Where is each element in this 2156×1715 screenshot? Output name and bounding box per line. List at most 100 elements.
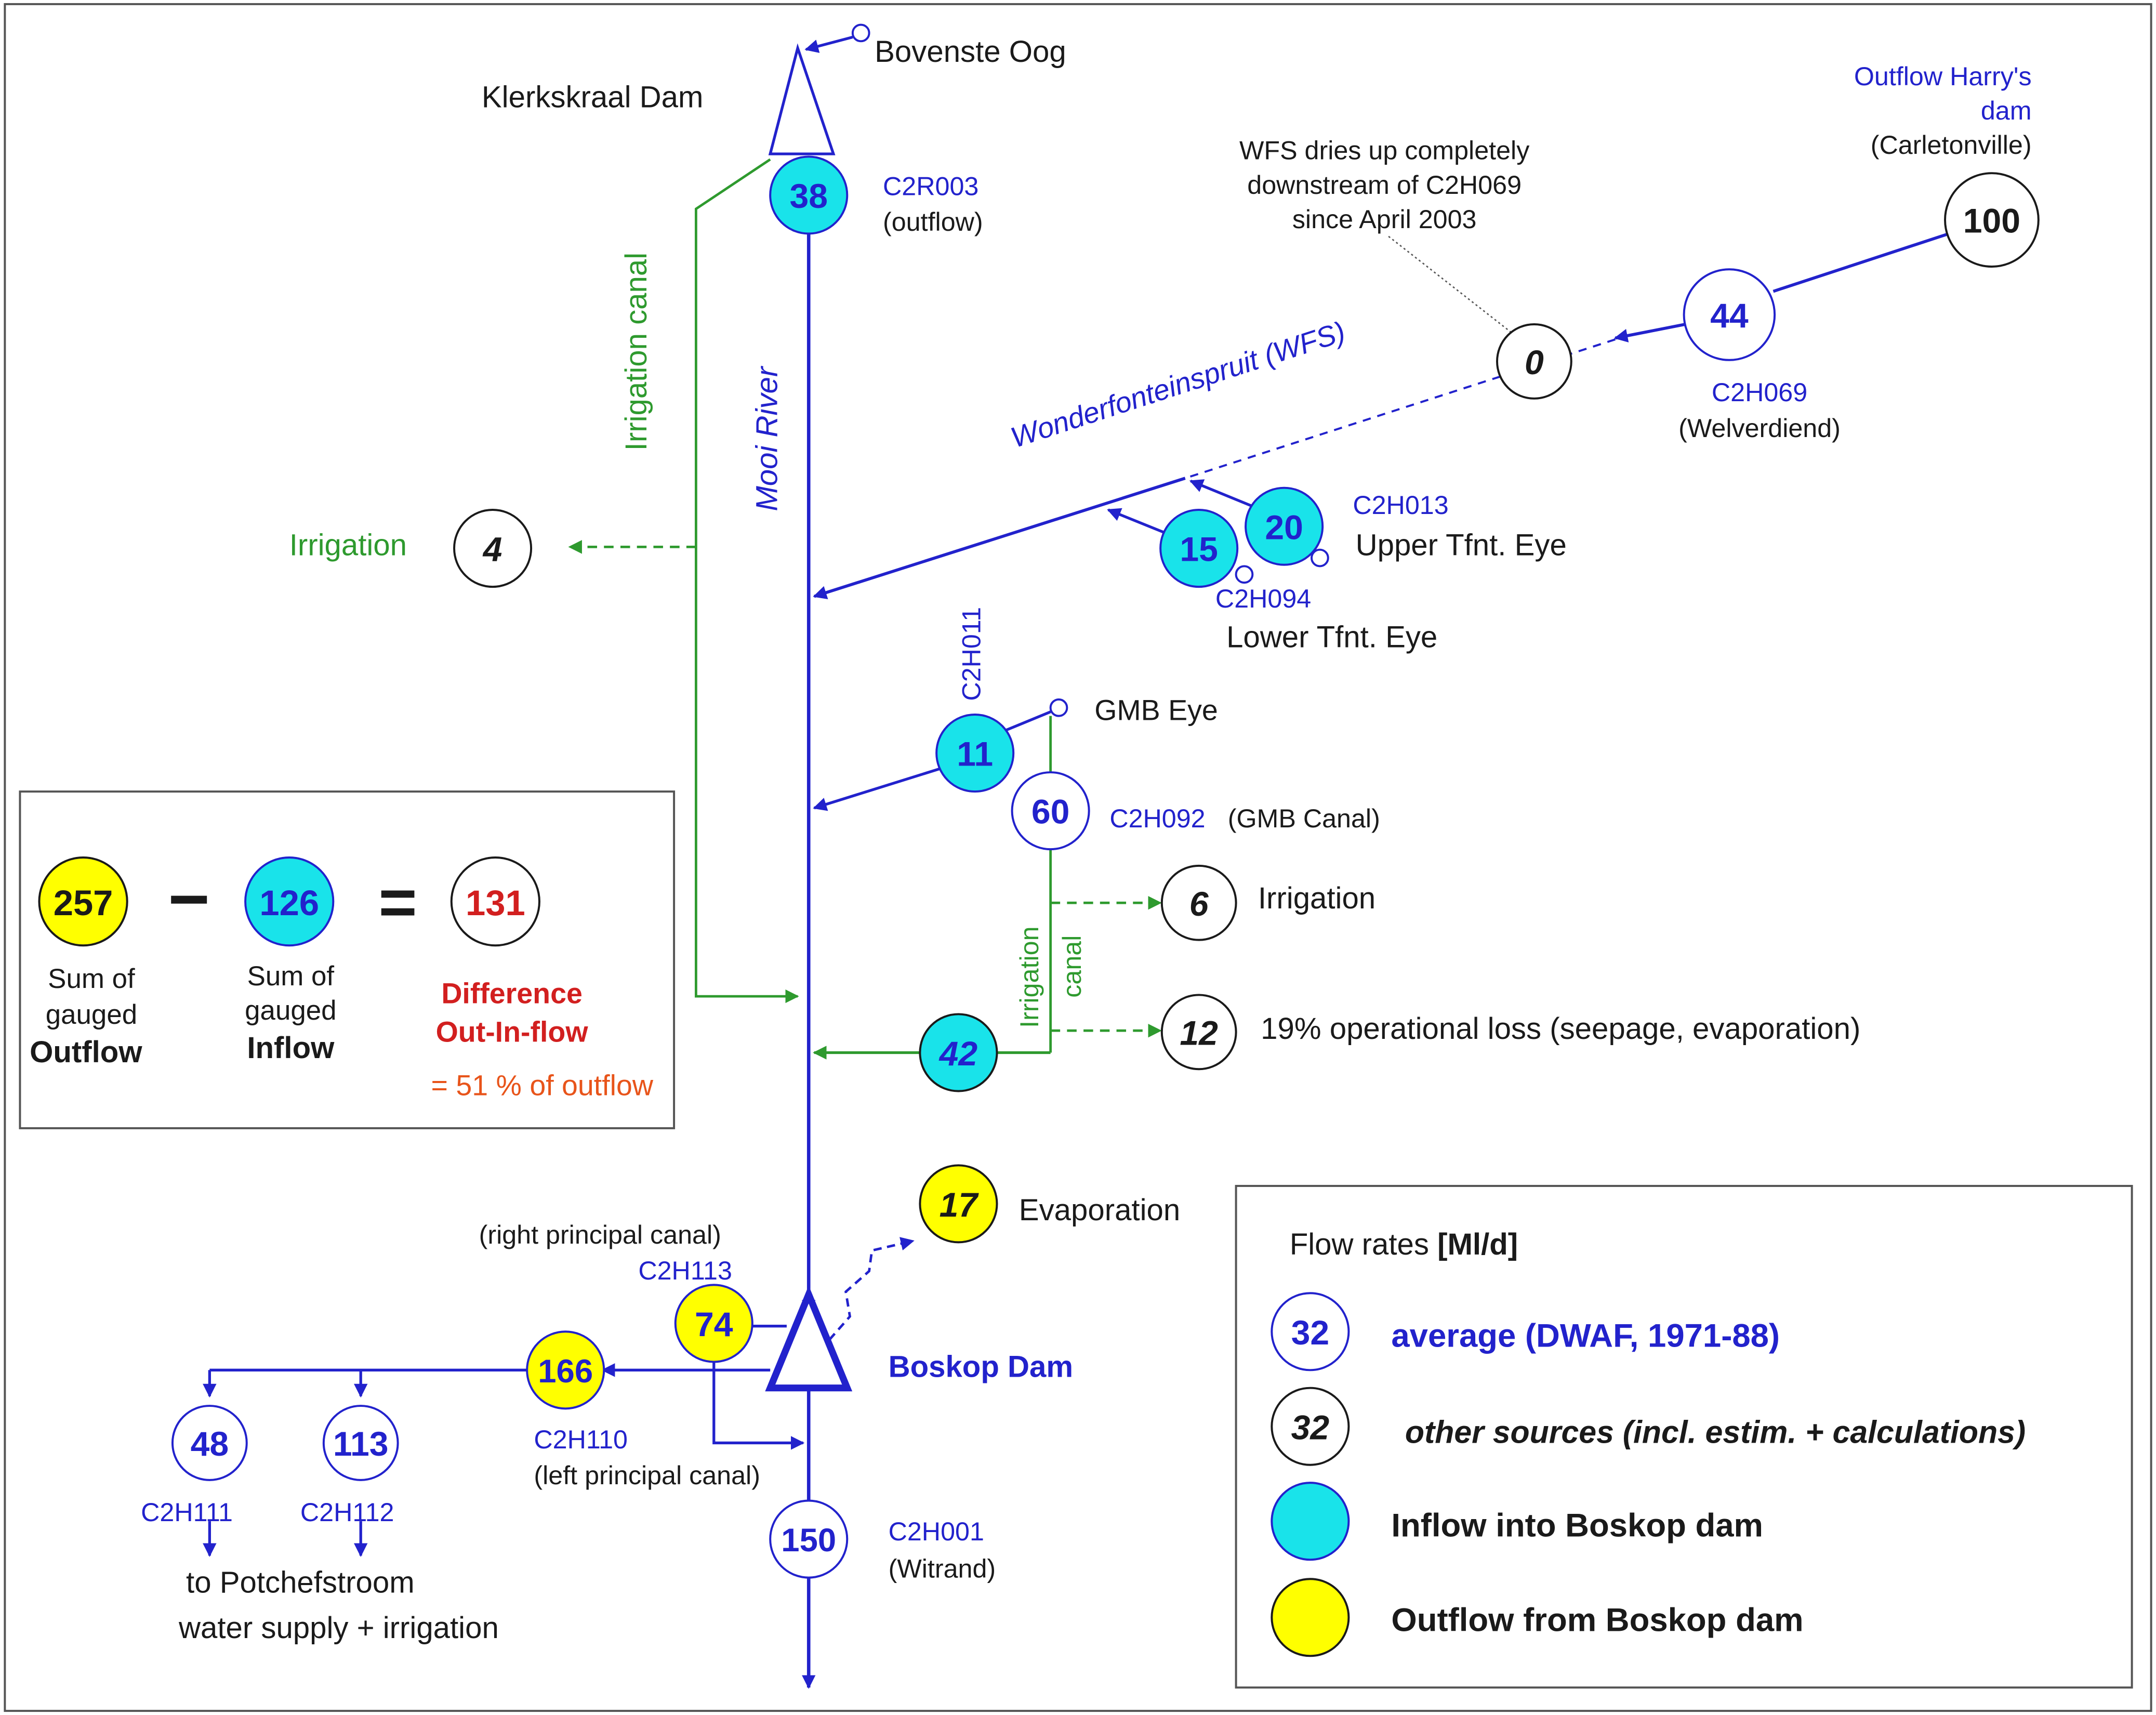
c2h001-code: C2H001: [889, 1517, 984, 1546]
balance-outflow-label-1: Sum of: [48, 964, 135, 994]
wfs-note-line3: since April 2003: [1292, 205, 1477, 234]
irrigation-canal-left-line: [695, 158, 799, 1004]
c2h111-code: C2H111: [141, 1498, 233, 1527]
balance-inflow-label-2: gauged: [245, 995, 336, 1026]
lower-eye-arrow: [1107, 508, 1167, 535]
boskop-dam-triangle: [765, 1285, 853, 1392]
legend-title-unit: [Ml/d]: [1437, 1228, 1518, 1261]
legend-box: Flow rates [Ml/d] 32 average (DWAF, 1971…: [1235, 1184, 2133, 1689]
svg-text:44: 44: [1710, 297, 1749, 335]
c2h092-code: C2H092: [1109, 804, 1205, 833]
balance-diff-label-2: Out-In-flow: [436, 1015, 589, 1048]
node-c2h069: 44: [1683, 268, 1776, 361]
node-c2h111: 48: [171, 1405, 248, 1481]
svg-text:126: 126: [259, 883, 319, 923]
balance-inflow-circle: 126: [244, 856, 335, 947]
outer-frame: [4, 3, 2152, 1712]
c2h112-code: C2H112: [300, 1498, 394, 1527]
balance-inflow-label-1: Sum of: [247, 961, 335, 992]
c2r003-desc: (outflow): [883, 207, 983, 236]
svg-text:60: 60: [1031, 793, 1070, 832]
upper-eye-arrow: [1189, 479, 1252, 507]
potch-line2: water supply + irrigation: [178, 1611, 499, 1645]
lower-eye-spring-marker: [1235, 565, 1254, 584]
svg-text:131: 131: [466, 883, 525, 923]
svg-text:100: 100: [1963, 202, 2020, 241]
legend-average-sample: 32: [1271, 1292, 1350, 1371]
irrigation-canal-left-label: Irrigation canal: [619, 253, 653, 451]
node-c2h110: 166: [526, 1330, 605, 1410]
legend-title-plain: Flow rates: [1290, 1228, 1437, 1261]
node-op-loss: 12: [1160, 994, 1237, 1071]
svg-text:17: 17: [940, 1186, 980, 1224]
svg-text:15: 15: [1180, 531, 1218, 569]
c2h011-code: C2H011: [957, 607, 986, 701]
svg-text:48: 48: [191, 1425, 229, 1463]
balance-outflow-label-2: gauged: [46, 999, 137, 1030]
node-evaporation: 17: [919, 1164, 998, 1244]
node-irrigation-right: 6: [1160, 864, 1237, 941]
bovenste-oog-label: Bovenste Oog: [875, 35, 1066, 69]
irrigation-canal-mid-line1: Irrigation: [1015, 926, 1044, 1027]
harrys-to-c2h069-line: [1773, 232, 1950, 293]
harrys-label-line2: dam: [1981, 96, 2032, 125]
irrigation-right-label: Irrigation: [1258, 881, 1375, 915]
wfs-note-line1: WFS dries up completely: [1239, 136, 1530, 165]
svg-text:32: 32: [1291, 1408, 1330, 1447]
legend-inflow-swatch: [1271, 1482, 1350, 1561]
svg-text:0: 0: [1525, 344, 1544, 382]
balance-outflow-circle: 257: [38, 856, 128, 947]
bovenste-oog-spring-marker: [851, 23, 870, 43]
balance-equals-sign: =: [379, 865, 417, 939]
svg-text:166: 166: [538, 1353, 593, 1390]
svg-text:32: 32: [1291, 1314, 1330, 1352]
svg-text:257: 257: [54, 883, 113, 923]
legend-outflow-swatch: [1271, 1578, 1350, 1657]
op-loss-label: 19% operational loss (seepage, evaporati…: [1261, 1012, 1860, 1046]
evaporation-dashed-line: [828, 1237, 915, 1341]
node-irrigation-left: 4: [453, 509, 533, 588]
wfs-note-line2: downstream of C2H069: [1247, 170, 1522, 200]
right-canal-label: (right principal canal): [479, 1220, 721, 1249]
node-harrys-dam: 100: [1944, 172, 2040, 268]
node-canal-inflow: 42: [919, 1013, 998, 1092]
c2h110-code: C2H110: [534, 1425, 628, 1454]
bovenste-oog-arrow: [804, 35, 853, 53]
node-wfs-dry: 0: [1496, 323, 1572, 400]
harrys-label-line1: Outflow Harry's: [1854, 62, 2032, 91]
node-c2h113: 74: [674, 1284, 753, 1363]
wfs-dry-leader-line: [1388, 235, 1516, 336]
c2r003-code: C2R003: [883, 172, 978, 201]
legend-outflow-label: Outflow from Boskop dam: [1391, 1602, 1803, 1639]
svg-text:113: 113: [333, 1425, 389, 1463]
node-c2h092: 60: [1011, 771, 1090, 851]
gmb-eye-to-c2h011-line: [1003, 710, 1051, 733]
balance-inflow-label-3: Inflow: [247, 1031, 335, 1065]
c2h092-desc: (GMB Canal): [1228, 804, 1380, 833]
svg-text:150: 150: [781, 1522, 836, 1559]
balance-difference-circle: 131: [450, 856, 540, 947]
node-c2h011: 11: [935, 714, 1015, 793]
svg-text:12: 12: [1180, 1014, 1218, 1052]
svg-text:11: 11: [957, 735, 993, 774]
svg-text:38: 38: [789, 177, 828, 216]
legend-title: Flow rates [Ml/d]: [1290, 1228, 1518, 1261]
svg-text:74: 74: [695, 1305, 733, 1344]
balance-minus-sign: −: [168, 860, 210, 939]
klerkskraal-label: Klerkskraal Dam: [482, 80, 704, 114]
node-upper-eye: 20: [1245, 486, 1324, 566]
c2h094-code: C2H094: [1215, 584, 1311, 613]
potch-line1: to Potchefstroom: [186, 1566, 415, 1600]
legend-average-label: average (DWAF, 1971-88): [1391, 1317, 1780, 1354]
left-canal-label: (left principal canal): [534, 1461, 760, 1490]
c2h011-to-mooi-line: [813, 765, 947, 811]
dam-to-downstream-line: [712, 1353, 805, 1450]
harrys-label-line3: (Carletonville): [1871, 130, 2032, 160]
c2h001-desc: (Witrand): [889, 1554, 996, 1584]
wfs-to-mooi-line: [813, 477, 1186, 599]
gmb-eye-label: GMB Eye: [1094, 694, 1218, 727]
c2h069-desc: (Welverdiend): [1678, 414, 1841, 443]
wfs-river-label: Wonderfonteinspruit (WFS): [1007, 315, 1349, 454]
svg-text:42: 42: [938, 1035, 978, 1073]
svg-text:4: 4: [482, 531, 502, 569]
